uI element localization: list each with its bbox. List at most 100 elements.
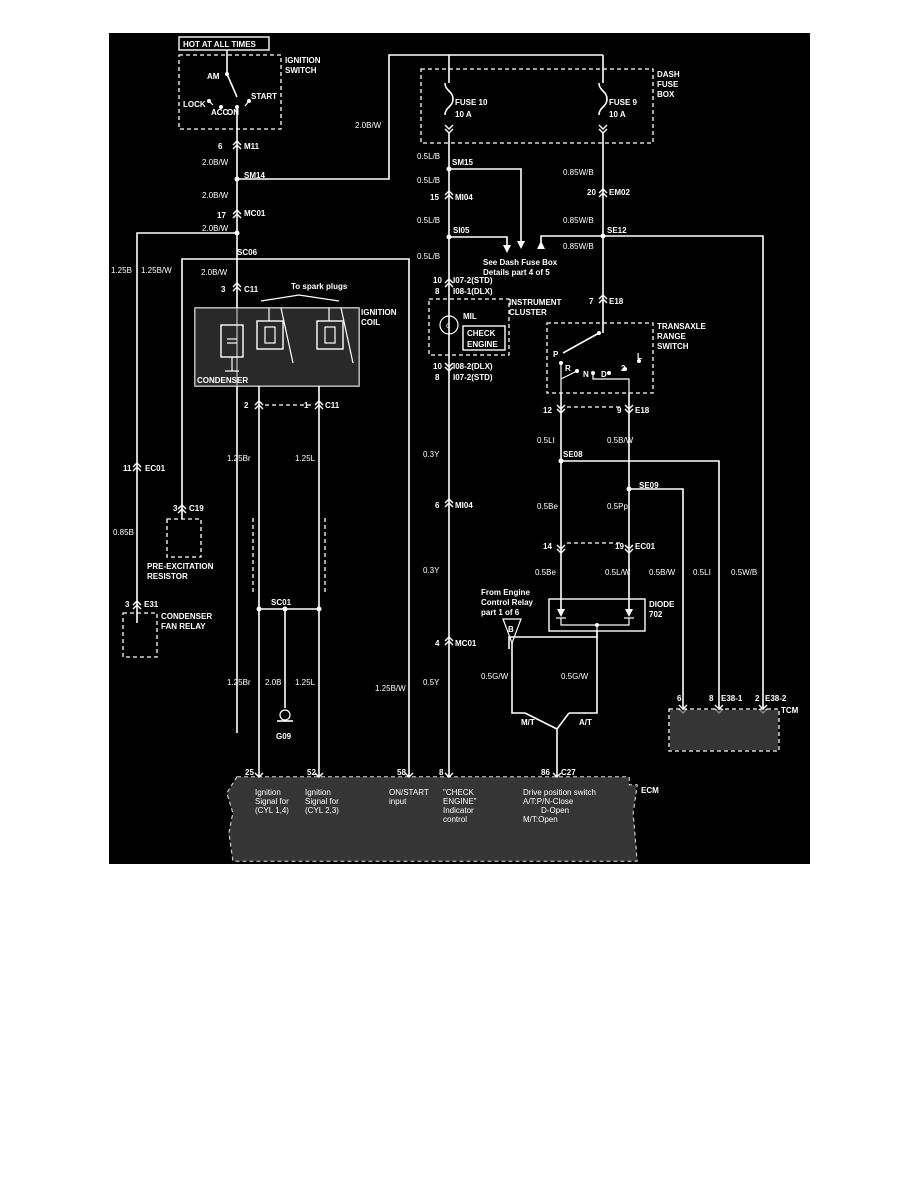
svg-text:3: 3 [221,285,226,294]
wire-label: 2.0B/W [202,224,229,233]
svg-text:I08-2(DLX): I08-2(DLX) [453,362,493,371]
wire-label: 0.5Y [423,678,440,687]
svg-text:SC06: SC06 [237,248,258,257]
svg-text:G09: G09 [276,732,292,741]
svg-text:RANGE: RANGE [657,332,687,341]
svg-text:ECM: ECM [641,786,659,795]
svg-text:MIL: MIL [463,312,477,321]
svg-text:C11: C11 [325,401,340,410]
svg-text:10 A: 10 A [455,110,472,119]
svg-text:ON: ON [227,108,239,117]
svg-text:FUSE: FUSE [657,80,679,89]
svg-text:4: 4 [435,639,440,648]
tcm-se09-wire [629,488,684,709]
svg-text:MC01: MC01 [455,639,477,648]
transaxle-range-switch: TRANSAXLE RANGE SWITCH P R N D 2 L [546,322,707,394]
wire-label: 0.5Pp [607,502,628,511]
svg-text:IGNITION: IGNITION [361,308,397,317]
wire-label: 0.5G/W [481,672,509,681]
connector-mi04-bottom: 6 MI04 [435,498,473,510]
svg-text:M/T: M/T [521,718,535,727]
svg-text:E18: E18 [635,406,650,415]
svg-text:I07-2(STD): I07-2(STD) [453,373,493,382]
svg-text:D: D [601,370,607,379]
svg-text:SC01: SC01 [271,598,292,607]
svg-text:L: L [637,352,642,361]
wire-label: 0.5LI [693,568,711,577]
svg-text:9: 9 [617,406,622,415]
svg-text:control: control [443,815,467,824]
svg-text:B: B [508,625,514,634]
svg-text:(CYL 2,3): (CYL 2,3) [305,806,339,815]
svg-text:19: 19 [615,542,624,551]
dash-fuse-box: DASH FUSE BOX FUSE 10 10 A FUSE 9 10 A [420,54,680,144]
svg-text:SWITCH: SWITCH [285,66,317,75]
svg-text:HOT AT ALL TIMES: HOT AT ALL TIMES [183,40,257,49]
connector-ec01-right: 14 19 EC01 [543,542,656,554]
wire-label: 0.85W/B [563,216,594,225]
connector-e18-bottom: 12 9 E18 [543,404,650,415]
svg-text:ENGINE": ENGINE" [443,797,477,806]
resistor-feed-wire [181,258,237,519]
svg-text:Signal for: Signal for [255,797,289,806]
svg-text:INSTRUMENT: INSTRUMENT [509,298,562,307]
svg-text:20: 20 [587,188,596,197]
connector-c11-top: 3 C11 [221,282,259,294]
svg-text:DASH: DASH [657,70,680,79]
svg-text:IGNITION: IGNITION [285,56,321,65]
svg-text:2: 2 [244,401,249,410]
svg-text:6: 6 [677,694,682,703]
svg-text:702: 702 [649,610,663,619]
svg-text:SI05: SI05 [453,226,470,235]
svg-text:part 1 of 6: part 1 of 6 [481,608,520,617]
svg-text:ACC: ACC [211,108,229,117]
svg-text:SE09: SE09 [639,481,659,490]
svg-text:M/T:Open: M/T:Open [523,815,558,824]
onstart-input-wire [237,258,410,777]
svg-text:11: 11 [123,464,132,473]
svg-text:ON/START: ON/START [389,788,429,797]
wire-label: 0.3Y [423,566,440,575]
wire-label: 0.85W/B [563,168,594,177]
instrument-cluster: INSTRUMENT CLUSTER c MIL CHECK ENGINE [428,298,562,356]
wire-label: 1.25Br [227,678,251,687]
wire-label: 2.0B/W [202,158,229,167]
connector-e31: 3 E31 [125,600,159,610]
connector-mc01-right: 4 MC01 [435,636,477,648]
wire-label: 0.5L/B [417,252,440,261]
svg-text:E31: E31 [144,600,159,609]
svg-text:SWITCH: SWITCH [657,342,689,351]
wiring-diagram: HOT AT ALL TIMES IGNITION SWITCH AM LOCK… [109,33,810,864]
connector-i08-i07-bottom: 10 I08-2(DLX) 8 I07-2(STD) [433,362,493,382]
wire-label: 1.25B/W [375,684,406,693]
svg-text:A/T:P/N-Close: A/T:P/N-Close [523,797,574,806]
svg-text:A/T: A/T [579,718,592,727]
svg-text:"CHECK: "CHECK [443,788,475,797]
svg-text:7: 7 [589,297,594,306]
svg-text:CHECK: CHECK [467,329,496,338]
wire-label: 1.25B/W [141,266,172,275]
svg-text:10 A: 10 A [609,110,626,119]
svg-text:P: P [553,350,559,359]
svg-text:8: 8 [709,694,714,703]
svg-text:From Engine: From Engine [481,588,530,597]
wire-label: 0.5L/B [417,216,440,225]
svg-text:FUSE 9: FUSE 9 [609,98,638,107]
dash-fuse-ref-wire-3 [540,235,603,245]
wire-label: 2.0B/W [201,268,228,277]
shield-sc01: SC01 [252,518,326,708]
svg-text:input: input [389,797,407,806]
connector-m11: 6 M11 [218,140,260,151]
wire-label: 1.25Br [227,454,251,463]
wire-label: 1.25B [111,266,132,275]
svg-text:MC01: MC01 [244,209,266,218]
svg-text:1: 1 [304,401,309,410]
connector-i07-i08-top: 10 I07-2(STD) 8 I08-1(DLX) [433,276,493,296]
svg-text:R: R [565,364,571,373]
svg-text:86: 86 [541,768,550,777]
wire-label: 0.5G/W [561,672,589,681]
connector-mi04-top: 15 MI04 [430,190,473,202]
fuse10-feed-wire [237,54,450,180]
svg-text:17: 17 [217,211,226,220]
svg-text:C19: C19 [189,504,204,513]
